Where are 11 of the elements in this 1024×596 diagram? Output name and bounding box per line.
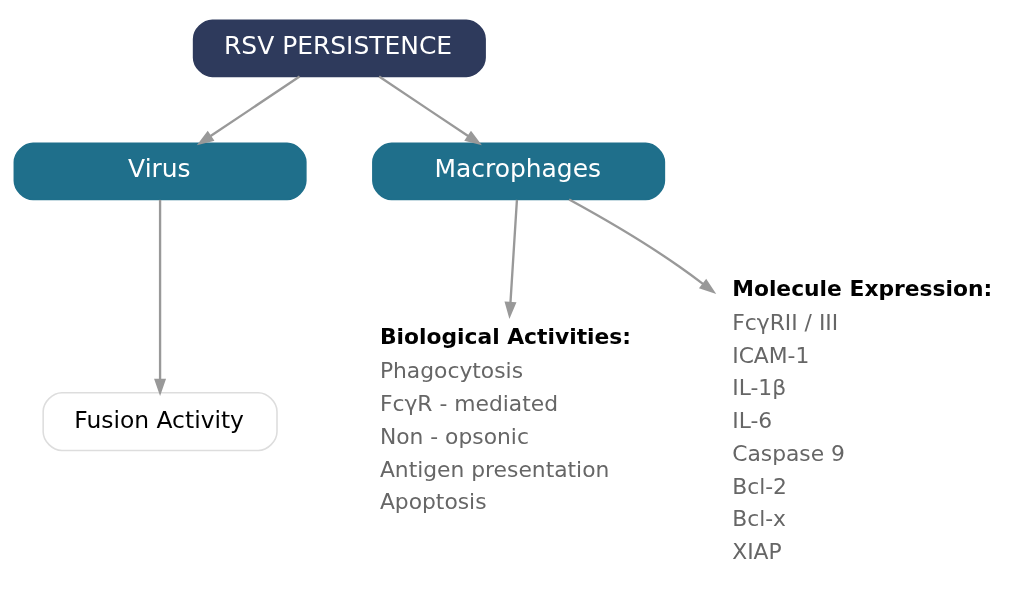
arrow	[196, 75, 301, 145]
node-text: Biological Activities: Phagocytosis FcγR - mediated Non - opsonic Antigen presentation Apoptosis	[379, 323, 632, 514]
node-text: Molecule Expression: FcγRII / III ICAM-1 IL-1β IL-6 Caspase 9 Bcl-2 Bcl-x XIAP	[732, 275, 993, 564]
node-box: Virus	[13, 142, 307, 200]
arrow	[154, 199, 167, 396]
arrow	[378, 75, 482, 145]
node-box: Fusion Activity	[42, 391, 278, 451]
arrow	[568, 198, 717, 294]
arrow	[504, 199, 519, 319]
node-box: RSV PERSISTENCE	[192, 18, 486, 77]
node-box: Macrophages	[372, 142, 666, 200]
